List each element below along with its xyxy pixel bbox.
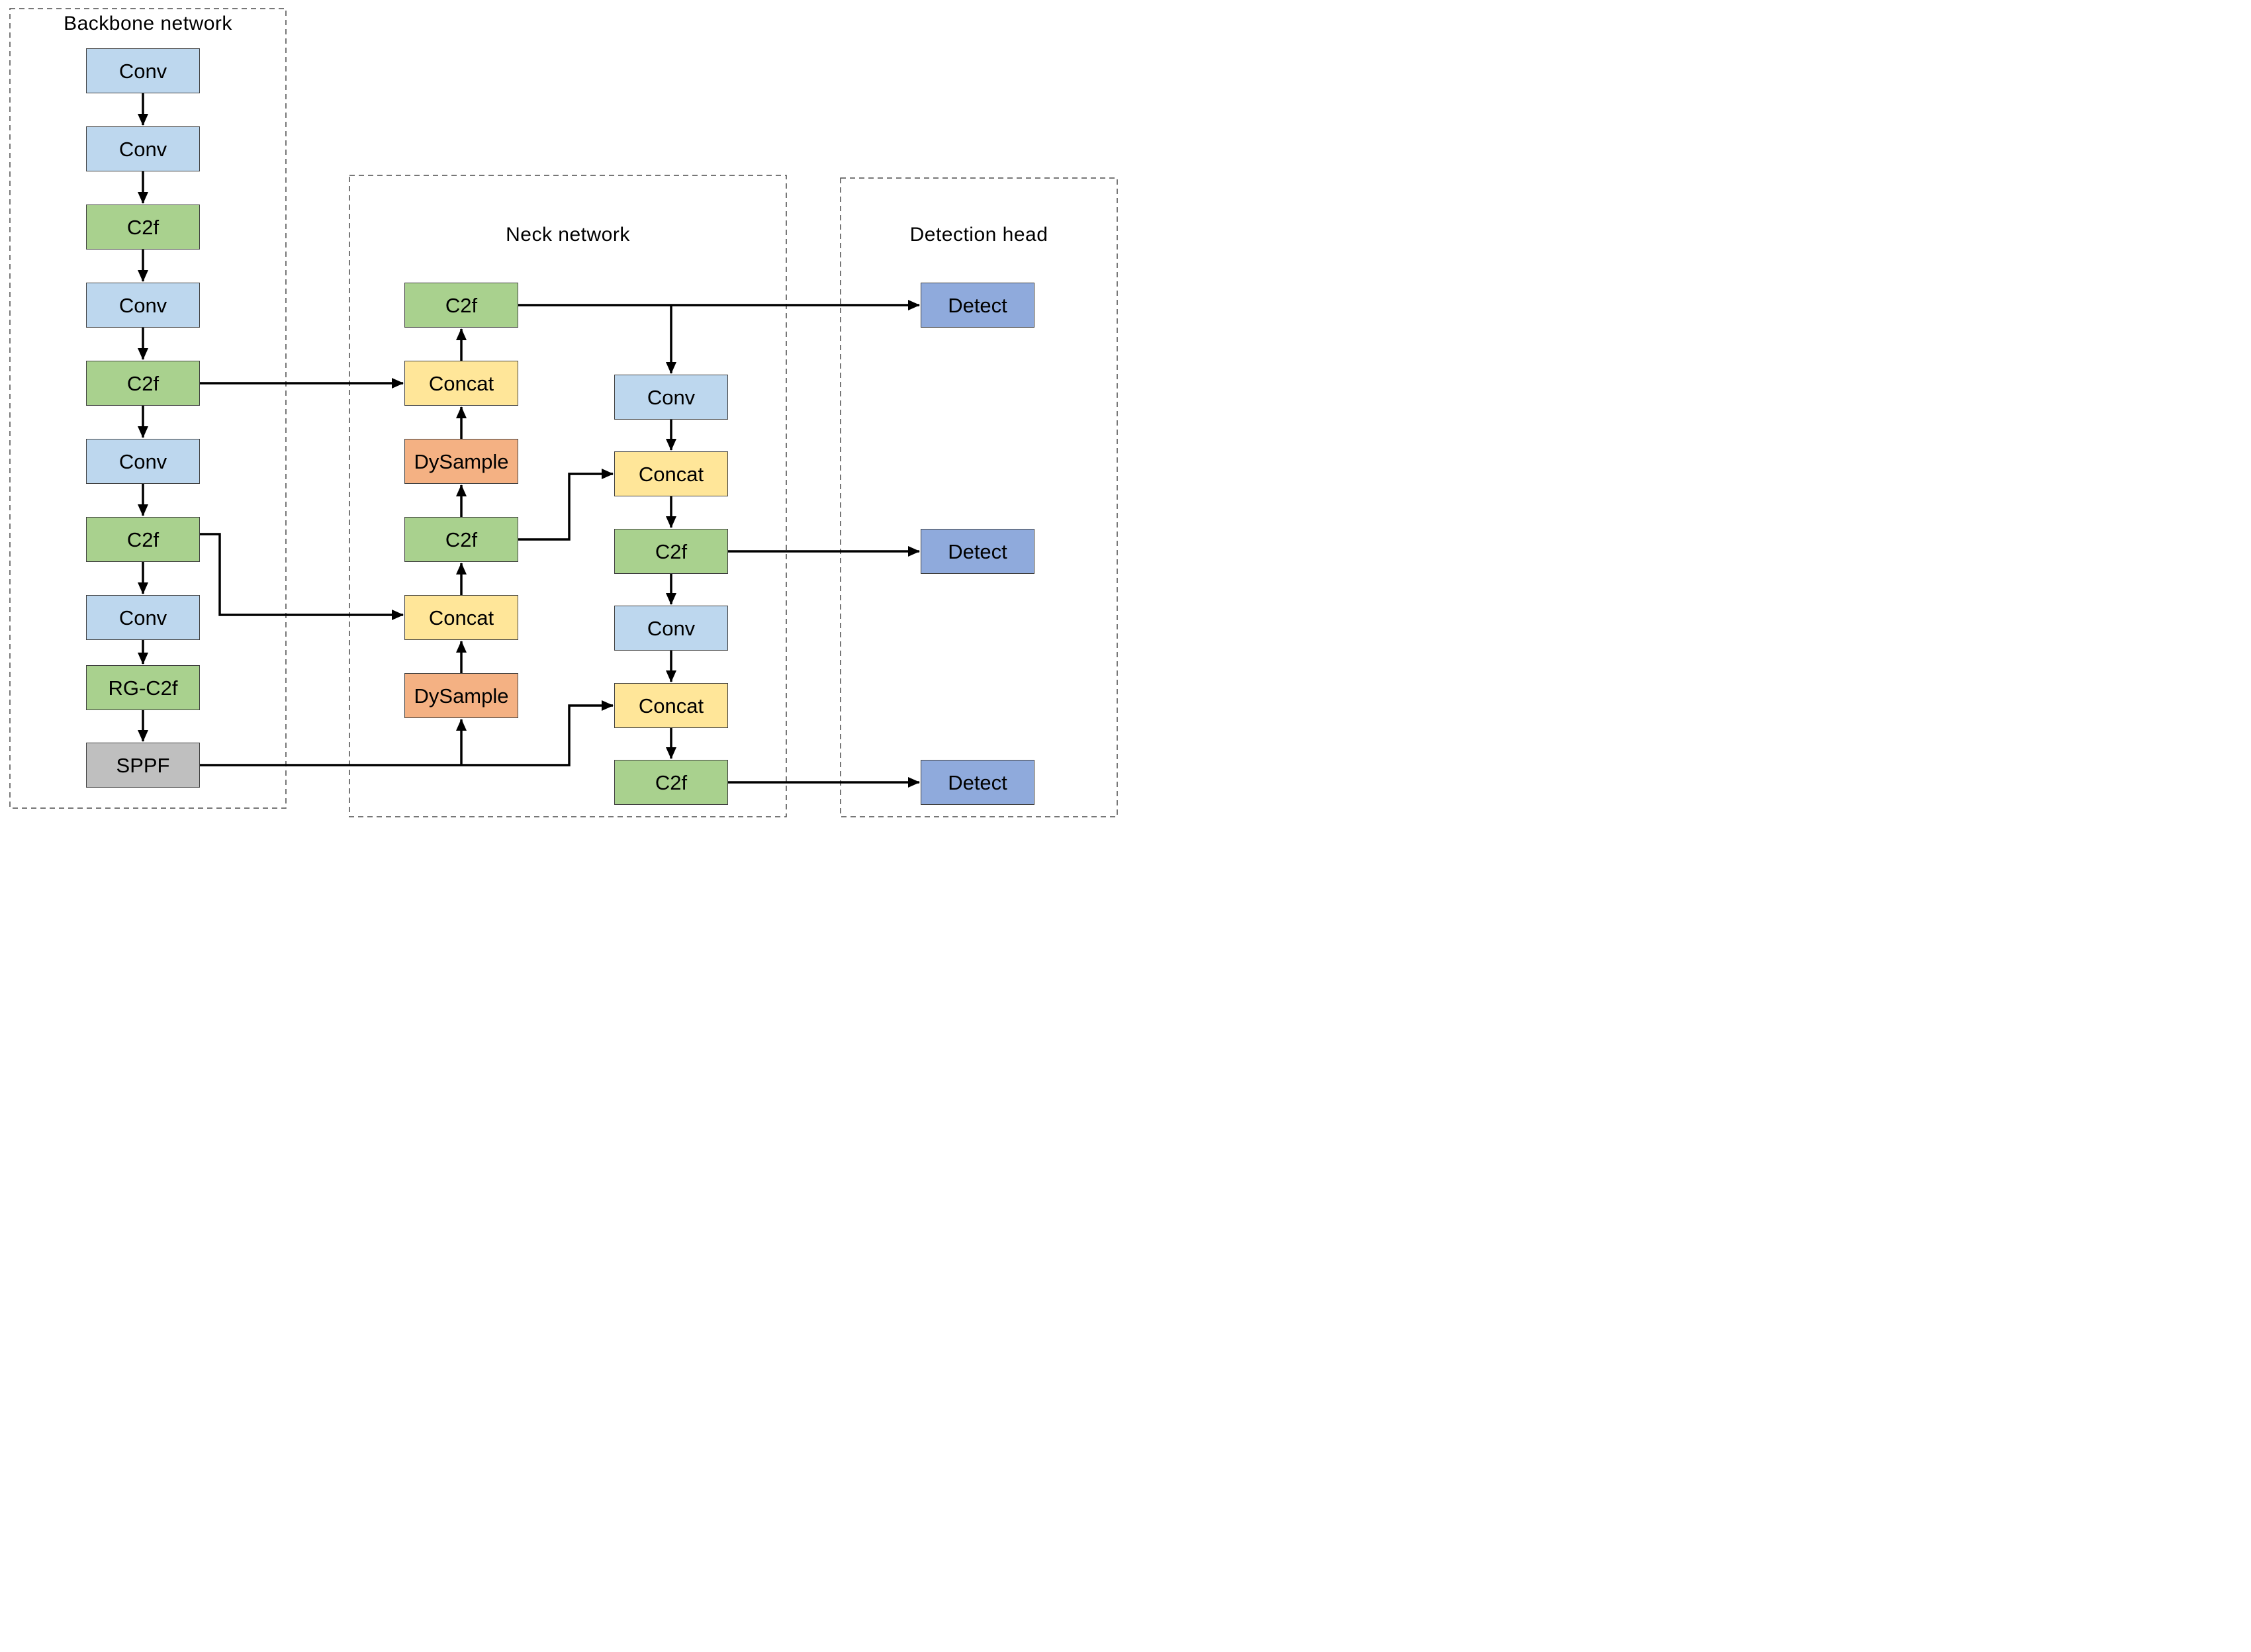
node-backbone-conv-1: Conv xyxy=(86,48,200,93)
neck-group-frame xyxy=(349,175,787,817)
node-neck-dysample-lower: DySample xyxy=(404,673,518,718)
node-backbone-conv-3: Conv xyxy=(86,283,200,328)
detection-group-frame xyxy=(840,177,1118,817)
neck-group-title: Neck network xyxy=(506,224,630,246)
architecture-diagram: Backbone network Neck network Detection … xyxy=(0,0,1125,826)
node-neck-c2f-mid: C2f xyxy=(404,517,518,562)
node-backbone-c2f-3: C2f xyxy=(86,517,200,562)
node-neck-concat-right-lower: Concat xyxy=(614,683,728,728)
node-neck-c2f-p4: C2f xyxy=(614,529,728,574)
node-neck-dysample-upper: DySample xyxy=(404,439,518,484)
node-neck-concat-upper: Concat xyxy=(404,361,518,406)
node-backbone-c2f-1: C2f xyxy=(86,205,200,250)
node-backbone-conv-2: Conv xyxy=(86,126,200,171)
node-detect-large: Detect xyxy=(921,760,1034,805)
node-neck-conv-1: Conv xyxy=(614,375,728,420)
connector-layer xyxy=(9,8,1118,817)
node-backbone-conv-4: Conv xyxy=(86,439,200,484)
node-neck-concat-lower: Concat xyxy=(404,595,518,640)
node-neck-conv-2: Conv xyxy=(614,606,728,651)
node-detect-small: Detect xyxy=(921,283,1034,328)
edge-backbone-c2f7-to-concat xyxy=(200,533,404,620)
backbone-group-title: Backbone network xyxy=(64,13,232,34)
backbone-group-frame xyxy=(9,8,287,809)
node-neck-c2f-p5: C2f xyxy=(614,760,728,805)
node-backbone-rg-c2f: RG-C2f xyxy=(86,665,200,710)
detection-group-title: Detection head xyxy=(909,224,1048,246)
node-neck-concat-right-upper: Concat xyxy=(614,451,728,496)
node-backbone-conv-5: Conv xyxy=(86,595,200,640)
node-detect-medium: Detect xyxy=(921,529,1034,574)
edge-c2fmid-to-concat-right xyxy=(518,469,614,541)
node-neck-c2f-top: C2f xyxy=(404,283,518,328)
skip-connections xyxy=(200,300,920,788)
node-backbone-sppf: SPPF xyxy=(86,743,200,788)
node-backbone-c2f-2: C2f xyxy=(86,361,200,406)
edge-sppf-to-concat-right xyxy=(200,700,614,766)
